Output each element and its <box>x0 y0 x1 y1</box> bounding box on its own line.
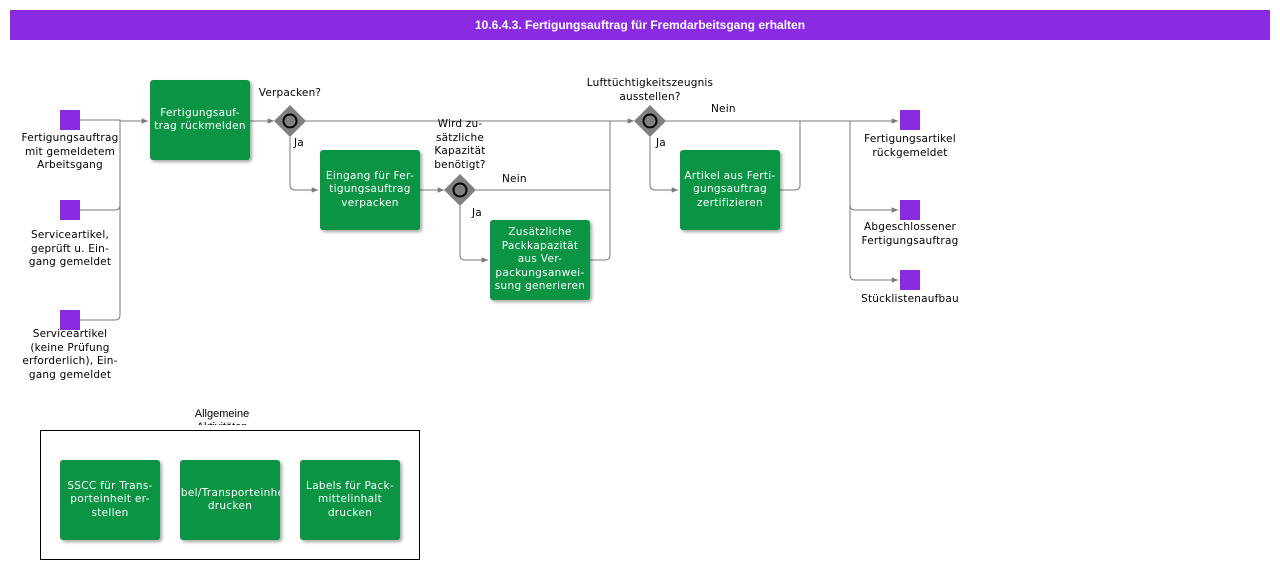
flow-end3 <box>849 205 898 283</box>
gateway-g3-label: Lufttüchtigkeitszeugnis ausstellen? <box>586 77 714 103</box>
diagram-title: 10.6.4.3. Fertigungsauftrag für Fremdarb… <box>10 10 1270 40</box>
flow-start3 <box>80 205 121 321</box>
gateway-g1-label: Verpacken? <box>258 87 322 99</box>
gateway-g2-label: Wird zu- sätzliche Kapazität benötigt? <box>434 118 486 171</box>
gateway-g2 <box>444 174 476 206</box>
branch-g2-no: Nein <box>502 173 527 185</box>
start-event-2[interactable] <box>60 200 80 220</box>
legend-task-sscc-erstellen[interactable]: SSCC für Trans- porteinheit er- stellen <box>60 460 160 540</box>
legend-task-label-drucken[interactable]: Label/Transporteinheit drucken <box>180 460 280 540</box>
legend-group <box>40 430 420 560</box>
start-event-3-label: Serviceartikel (keine Prüfung erforderli… <box>22 328 118 381</box>
end-event-1[interactable] <box>900 110 920 130</box>
branch-g3-no: Nein <box>711 103 736 115</box>
flow-g3-yes <box>649 137 678 193</box>
gateway-g3 <box>634 105 666 137</box>
flow-start1 <box>80 118 148 124</box>
flow-t3-merge <box>590 121 611 261</box>
branch-g2-yes: Ja <box>472 207 482 219</box>
end-event-2[interactable] <box>900 200 920 220</box>
task-eingang-verpacken[interactable]: Eingang für Fer- tigungsauftrag verpacke… <box>320 150 420 230</box>
branch-g1-yes: Ja <box>294 137 304 149</box>
start-event-1[interactable] <box>60 110 80 130</box>
branch-g3-yes: Ja <box>656 137 666 149</box>
legend-task-packmittel-labels[interactable]: Labels für Pack- mittelinhalt drucken <box>300 460 400 540</box>
flow-t4-merge <box>780 121 801 191</box>
task-fertigungsauftrag-rueckmelden[interactable]: Fertigungsauf- trag rückmelden <box>150 80 250 160</box>
start-event-2-label: Serviceartikel, geprüft u. Ein- gang gem… <box>28 229 112 268</box>
task-artikel-zertifizieren[interactable]: Artikel aus Ferti- gungsauftrag zertifiz… <box>680 150 780 230</box>
flow-g1-yes <box>289 137 318 193</box>
end-event-1-label: Fertigungsartikel rückgemeldet <box>864 133 956 159</box>
start-event-1-label: Fertigungsauftrag mit gemeldetem Arbeits… <box>21 132 119 171</box>
end-event-3[interactable] <box>900 270 920 290</box>
end-event-2-label: Abgeschlossener Fertigungsauftrag <box>861 221 959 247</box>
end-event-3-label: Stücklistenaufbau <box>861 293 959 305</box>
start-event-3[interactable] <box>60 310 80 330</box>
flow-g2-yes <box>459 206 488 263</box>
gateway-g1 <box>274 105 306 137</box>
legend-title: Allgemeine Aktivitäten <box>194 408 250 425</box>
legend-task-label-drucken-text: Label/Transporteinheit drucken <box>180 486 280 513</box>
task-packkapazitaet-generieren[interactable]: Zusätzliche Packkapazität aus Ver- packu… <box>490 220 590 300</box>
